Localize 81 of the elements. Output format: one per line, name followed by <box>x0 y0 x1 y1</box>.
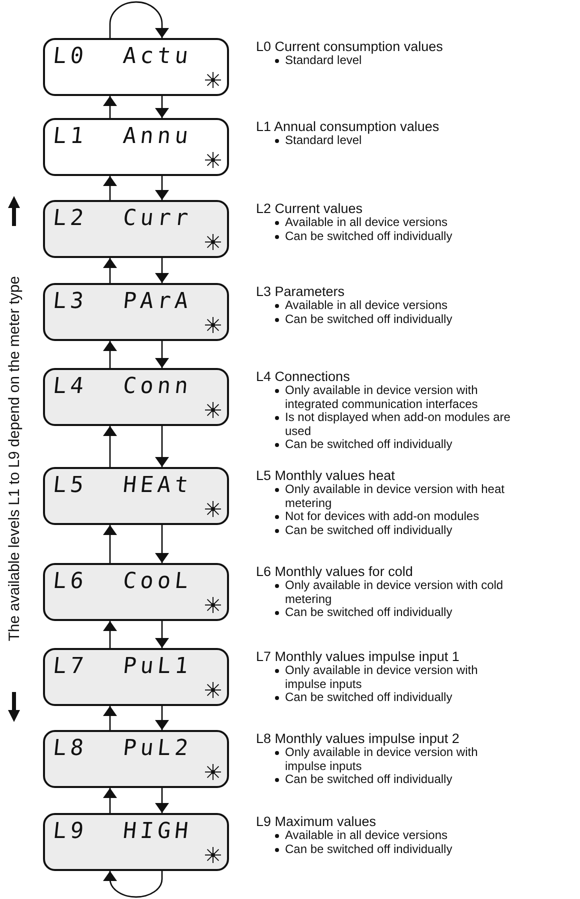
bullet-item: Available in all device versions <box>285 216 449 230</box>
arrow <box>103 341 117 368</box>
lcd-display <box>43 200 229 258</box>
arrow <box>155 341 169 368</box>
level-title: L7 Monthly values impulse input 1 <box>256 649 460 664</box>
arrow <box>155 258 169 283</box>
level-title: L6 Monthly values for cold <box>256 564 414 579</box>
bullet-item: Only available in device version with impulse inputs <box>285 746 479 773</box>
level-code: L2 <box>52 206 89 231</box>
lcd-display <box>43 38 229 96</box>
lcd-display <box>43 730 229 788</box>
level-title: L4 Connections <box>256 369 351 384</box>
level-code: L3 <box>52 289 89 314</box>
arrow <box>103 706 117 730</box>
bullet-item: Can be switched off individually <box>285 524 454 537</box>
bullet-item: Is not displayed when add-on modules are used <box>285 411 512 438</box>
display-text: Annu <box>122 124 194 149</box>
lcd-display <box>43 368 229 426</box>
bullet-item: Not for devices with add-on modules <box>285 510 480 524</box>
loop-arrow <box>109 1 169 38</box>
arrow <box>103 621 117 648</box>
bullet-item: Can be switched off individually <box>285 691 454 704</box>
level-code: L0 <box>52 44 89 69</box>
level-code: L6 <box>52 569 89 594</box>
bullet-item: Can be switched off individually <box>285 230 454 243</box>
level-title: L1 Annual consumption values <box>256 119 440 134</box>
level-code: L7 <box>52 654 89 679</box>
lcd-display <box>43 648 229 706</box>
arrow <box>155 96 169 118</box>
lcd-display <box>43 813 229 871</box>
bullet-item: Only available in device version with integrated communication interfaces <box>285 384 479 411</box>
arrow <box>103 525 117 563</box>
bullet-item: Only available in device version with heat metering <box>285 483 506 510</box>
lcd-display <box>43 563 229 621</box>
bullet-item: Can be switched off individually <box>285 438 454 452</box>
level-code: L9 <box>52 819 89 844</box>
level-title: L2 Current values <box>256 201 364 216</box>
display-text: Curr <box>122 206 194 231</box>
level-title: L0 Current consumption values <box>256 39 444 54</box>
bullet-item: Available in all device versions <box>285 829 449 842</box>
display-text: PArA <box>122 289 194 314</box>
arrow <box>103 176 117 200</box>
display-text: HEAt <box>122 473 194 498</box>
display-text: HIGH <box>122 819 194 844</box>
arrow <box>103 426 117 467</box>
arrow <box>155 176 169 200</box>
bullet-item: Available in all device versions <box>285 299 449 312</box>
arrow <box>155 788 169 813</box>
level-code: L4 <box>52 374 89 399</box>
side-note: The available levels L1 to L9 depend on the meter type <box>6 276 22 642</box>
level-title: L8 Monthly values impulse input 2 <box>256 731 460 746</box>
level-title: L5 Monthly values heat <box>256 468 396 483</box>
display-text: Actu <box>122 44 194 69</box>
lcd-display <box>43 283 229 341</box>
level-title: L9 Maximum values <box>256 814 378 829</box>
arrow <box>103 788 117 813</box>
bullet-item: Can be switched off individually <box>285 773 454 786</box>
arrow <box>103 258 117 283</box>
arrow <box>155 426 169 467</box>
arrow <box>155 525 169 563</box>
display-text: Conn <box>122 374 194 399</box>
arrow <box>155 621 169 648</box>
level-code: L5 <box>52 473 89 498</box>
bullet-item: Can be switched off individually <box>285 312 454 326</box>
lcd-display <box>43 118 229 176</box>
loop-arrow <box>103 871 163 898</box>
bullet-item: Standard level <box>285 54 362 68</box>
display-text: PuL2 <box>122 736 194 761</box>
level-title: L3 Parameters <box>256 284 346 299</box>
arrow <box>103 96 117 118</box>
bullet-item: Can be switched off individually <box>285 606 454 620</box>
display-text: CooL <box>122 569 194 594</box>
lcd-display <box>43 467 229 525</box>
bullet-item: Only available in device version with impulse inputs <box>285 664 479 691</box>
bullet-item: Can be switched off individually <box>285 842 454 856</box>
bullet-item: Only available in device version with cold metering <box>285 579 504 606</box>
display-text: PuL1 <box>122 654 194 679</box>
arrow <box>155 706 169 730</box>
bullet-item: Standard level <box>285 134 362 148</box>
level-code: L8 <box>52 736 89 761</box>
level-code: L1 <box>52 124 89 149</box>
